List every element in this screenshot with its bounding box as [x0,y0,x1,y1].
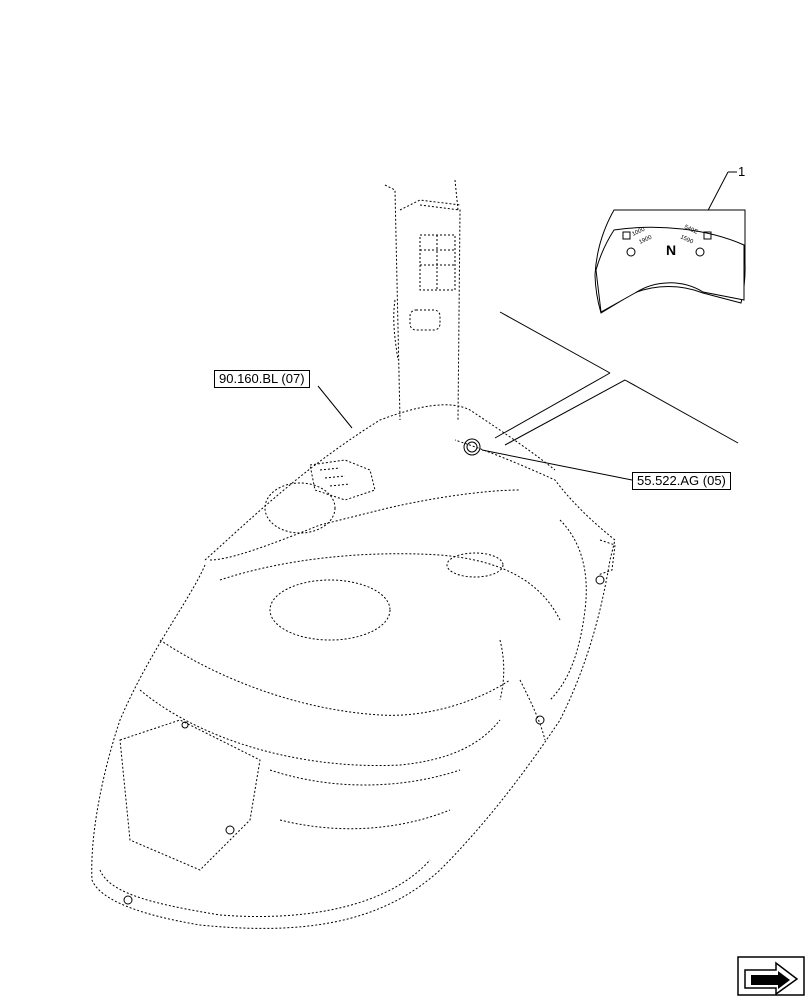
decal-neutral-letter: N [666,242,676,258]
decal-left-bottom: 1900 [638,234,653,245]
gear-icon-left [626,247,636,257]
pto-icon-left [622,231,631,240]
next-page-button[interactable] [737,956,805,996]
section-line-3 [624,379,739,444]
section-line-2 [494,372,611,439]
decal-left-top: 1000 [631,226,646,237]
callout-ref-right[interactable]: 55.522.AG (05) [632,472,731,490]
section-line-4 [504,379,626,446]
item-number-1: 1 [738,164,746,179]
cab-interior-panel [91,179,616,929]
decal-right-top: 540E [683,224,698,235]
pto-icon-right [703,231,712,240]
shift-decal: N 1000 1900 540E 1590 [594,209,746,314]
callout-ref-left[interactable]: 90.160.BL (07) [214,370,310,388]
section-line-1 [499,311,611,374]
leader-line-left [317,385,353,429]
decal-outline [595,226,745,313]
page-arrow-icon [737,956,805,996]
gear-icon-right [695,247,705,257]
leader-line-right [481,449,633,481]
decal-right-bottom: 1590 [679,234,694,245]
